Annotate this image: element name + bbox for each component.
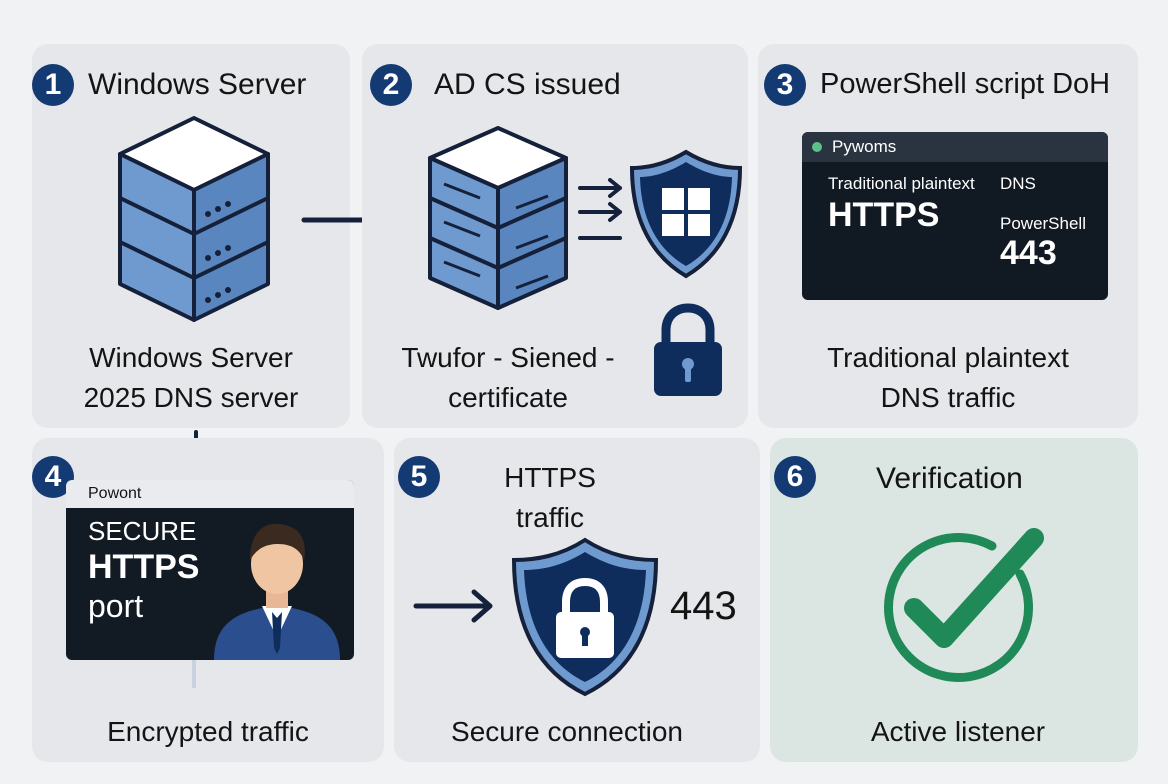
shield-lock-icon xyxy=(511,537,659,697)
connector-line xyxy=(192,660,196,688)
step-5-title-line2: traffic xyxy=(516,502,584,533)
step-2-caption-line2: certificate xyxy=(448,382,568,413)
arrow-right-icon-2 xyxy=(413,589,493,623)
step-6-badge: 6 xyxy=(774,456,816,498)
step-2-caption-line1: Twufor - Siened - xyxy=(401,342,615,373)
step-1-badge: 1 xyxy=(32,64,74,106)
terminal-shell: PowerShell xyxy=(1000,214,1086,233)
lock-icon xyxy=(654,303,722,396)
arrows-right-icon xyxy=(578,178,622,240)
step-3-caption-line1: Traditional plaintext xyxy=(827,342,1069,373)
check-circle-icon xyxy=(884,528,1044,682)
terminal-title-bar-4: Powont xyxy=(66,480,354,508)
step-2-badge: 2 xyxy=(370,64,412,106)
step-1-caption-line1: Windows Server xyxy=(89,342,293,373)
user-avatar-icon xyxy=(214,523,340,660)
terminal-port: 443 xyxy=(1000,234,1057,272)
step-6-panel xyxy=(770,438,1138,762)
step-1-title: Windows Server xyxy=(88,68,307,101)
terminal-title-bar: Pywoms xyxy=(802,132,1108,162)
step-6-title: Verification xyxy=(876,462,1023,495)
step-3-title: PowerShell script DoH xyxy=(820,68,1111,100)
port-number: 443 xyxy=(670,584,737,628)
step-5-caption: Secure connection xyxy=(451,716,683,747)
terminal4-line1: SECURE xyxy=(88,516,197,546)
step-3-caption-line2: DNS traffic xyxy=(880,382,1016,413)
terminal-label-right: DNS xyxy=(1000,174,1036,193)
terminal-label-left: Traditional plaintext xyxy=(828,174,975,193)
step-6-caption: Active listener xyxy=(870,716,1046,747)
step-2-caption: Twufor - Siened - certificate xyxy=(368,338,648,418)
terminal-window-title-4: Powont xyxy=(88,485,142,502)
step-5-title: HTTPS traffic xyxy=(470,458,630,538)
terminal-window-4: Powont SECURE HTTPS port xyxy=(66,480,354,660)
step-5-badge: 5 xyxy=(398,456,440,498)
step-3-badge: 3 xyxy=(764,64,806,106)
step-5-title-line1: HTTPS xyxy=(504,462,596,493)
server-icon xyxy=(118,116,270,322)
shield-windows-icon xyxy=(629,149,743,279)
terminal4-line2: HTTPS xyxy=(88,548,200,586)
certificate-server-icon xyxy=(428,126,568,310)
step-1-caption-line2: 2025 DNS server xyxy=(83,382,299,413)
window-dot-icon xyxy=(812,142,822,152)
terminal-window-title: Pywoms xyxy=(832,137,897,156)
step-2-title: AD CS issued xyxy=(434,68,621,101)
step-3-caption: Traditional plaintext DNS traffic xyxy=(758,338,1138,418)
terminal-window-3: Pywoms Traditional plaintext DNS HTTPS P… xyxy=(802,132,1108,300)
terminal4-line3: port xyxy=(88,588,144,624)
step-4-caption: Encrypted traffic xyxy=(107,716,309,747)
step-1-caption: Windows Server 2025 DNS server xyxy=(32,338,350,418)
terminal-protocol: HTTPS xyxy=(828,196,940,234)
